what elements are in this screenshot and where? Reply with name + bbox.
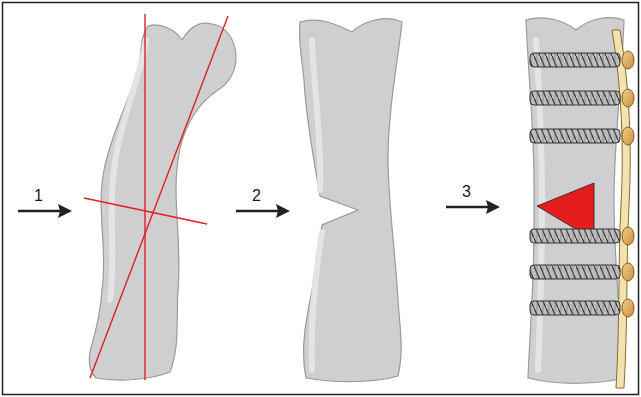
callout-number: 2 [252, 188, 261, 204]
screw-head [622, 127, 634, 145]
screw-head [622, 299, 634, 317]
screw-shaft [530, 301, 620, 315]
notched-bone [299, 19, 402, 382]
screw-shaft [530, 91, 620, 105]
screw-head [622, 227, 634, 245]
bone-plate [612, 30, 630, 388]
screw-shaft [530, 265, 620, 279]
axis-lines [84, 14, 228, 380]
screw-head [622, 89, 634, 107]
corrected-bone [526, 18, 624, 384]
bone-screws [530, 51, 634, 317]
frame [3, 3, 639, 395]
callout-number: 3 [462, 184, 471, 200]
deformed-bone [89, 23, 236, 380]
screw-shaft [530, 129, 620, 143]
screw-shaft [530, 53, 620, 67]
screw-head [622, 51, 634, 69]
callout-number: 1 [34, 188, 43, 204]
screw-head [622, 263, 634, 281]
screw-shaft [530, 229, 620, 243]
